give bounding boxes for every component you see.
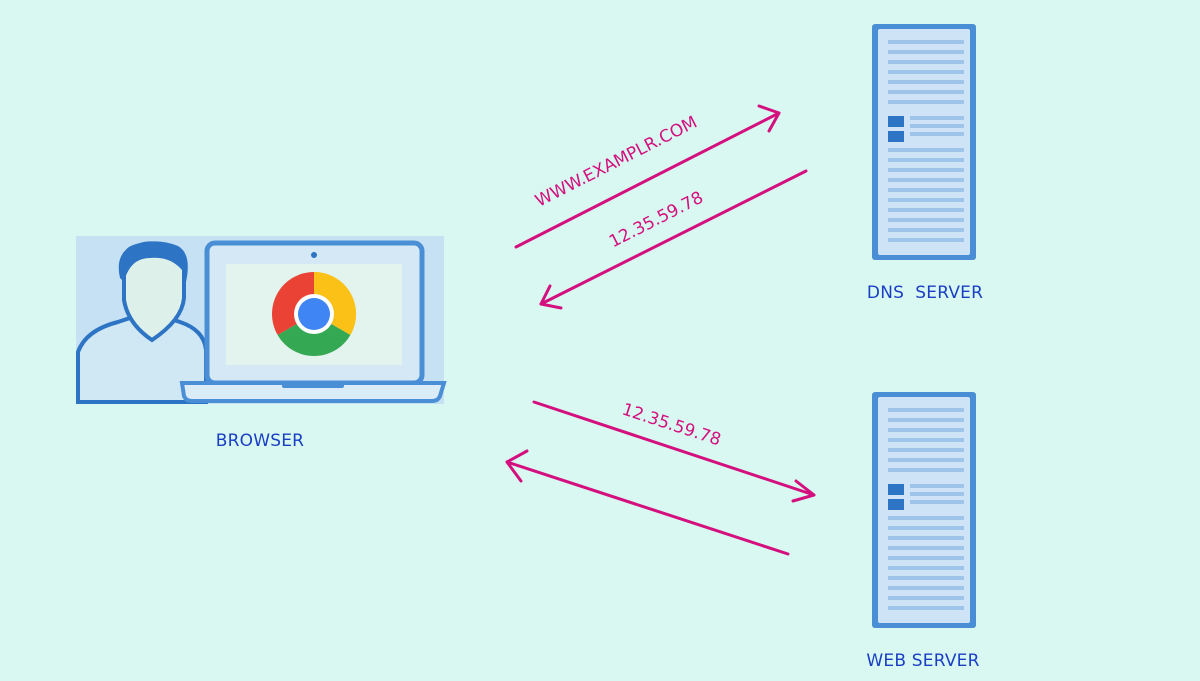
ip-response-arrow: [539, 169, 808, 310]
web-server-label: WEB SERVER: [866, 651, 980, 671]
chrome-logo-icon: [272, 272, 356, 356]
web-response-arrow: [505, 449, 790, 556]
ip-request-arrow: [532, 400, 816, 503]
browser-node: [76, 236, 447, 404]
dns-server-label: DNS SERVER: [866, 283, 984, 303]
domain-request-arrow: [514, 104, 781, 249]
web-server-icon: [872, 392, 976, 628]
browser-label: BROWSER: [215, 431, 305, 451]
dns-server-icon: [872, 24, 976, 260]
